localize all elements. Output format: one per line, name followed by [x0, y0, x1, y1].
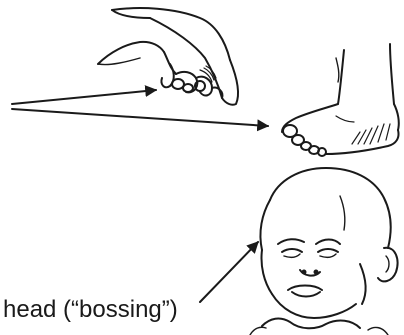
foot-drawing	[282, 44, 399, 156]
hand-drawing	[98, 8, 238, 105]
arrow-to-foot	[12, 109, 268, 126]
arrow-to-hand	[12, 90, 156, 104]
baby-face-drawing	[250, 168, 398, 335]
caption-label: head (“bossing”)	[3, 296, 178, 324]
arrow-to-head	[200, 242, 258, 302]
